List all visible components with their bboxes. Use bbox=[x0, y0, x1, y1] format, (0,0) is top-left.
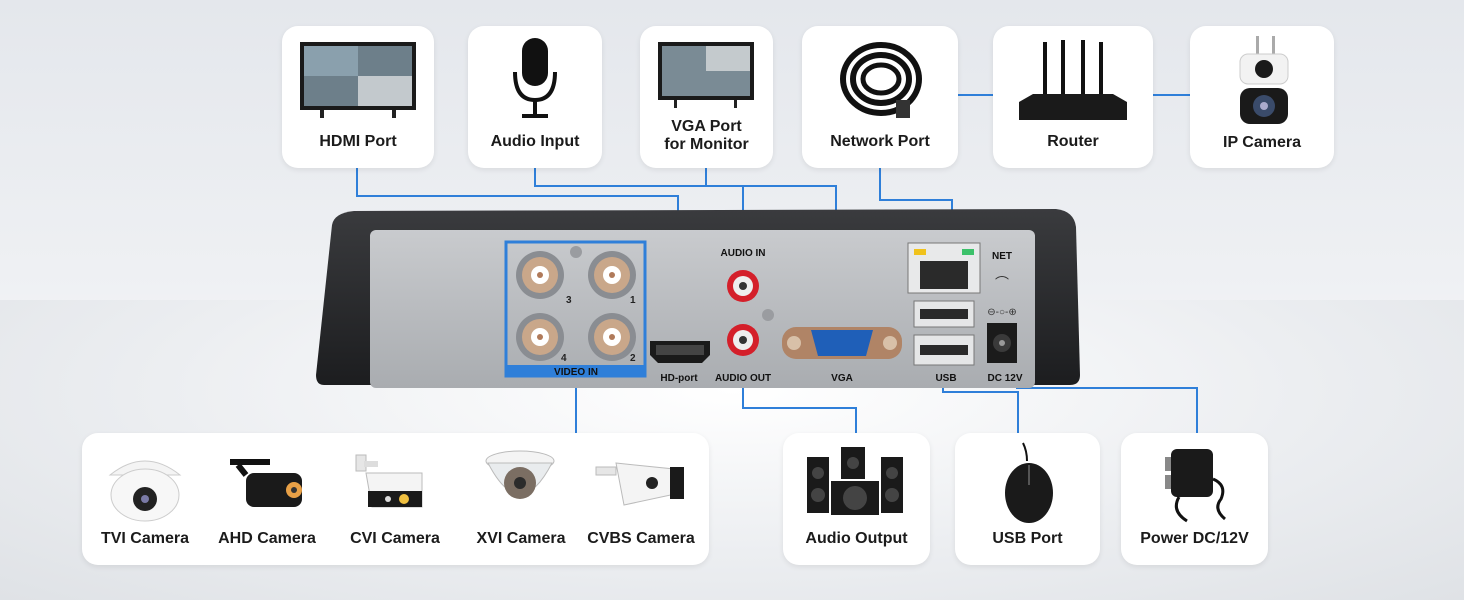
card-audio-input: Audio Input bbox=[468, 26, 602, 168]
microphone-icon bbox=[513, 38, 557, 118]
usb-port-label: USB Port bbox=[992, 530, 1063, 547]
xvi-camera-label: XVI Camera bbox=[476, 530, 566, 547]
svg-text:⊖-○-⊕: ⊖-○-⊕ bbox=[987, 307, 1016, 318]
card-usb-port: USB Port bbox=[955, 433, 1100, 565]
ip-camera-icon bbox=[1239, 36, 1289, 124]
audio-input-label: Audio Input bbox=[490, 133, 580, 150]
router-label: Router bbox=[1047, 133, 1099, 150]
bnc-num-3: 3 bbox=[566, 295, 572, 306]
card-vga-port: VGA Port for Monitor bbox=[640, 26, 773, 168]
svg-text:⌒: ⌒ bbox=[995, 275, 1009, 291]
bnc-num-2: 2 bbox=[630, 353, 636, 364]
cvbs-camera-label: CVBS Camera bbox=[587, 530, 695, 547]
bnc-num-1: 1 bbox=[630, 295, 636, 306]
hd-port-label: HD-port bbox=[660, 373, 698, 384]
ethernet-cable-icon bbox=[840, 42, 922, 118]
card-audio-output: Audio Output bbox=[783, 433, 930, 565]
audio-in-label: AUDIO IN bbox=[721, 248, 766, 259]
bnc-connectors bbox=[516, 251, 636, 361]
tv-icon bbox=[300, 42, 416, 118]
bullet-camera-icon bbox=[355, 454, 423, 508]
dome-camera-icon bbox=[485, 450, 555, 499]
dome-camera-icon bbox=[108, 460, 182, 522]
card-ip-camera: IP Camera bbox=[1190, 26, 1334, 168]
card-power: Power DC/12V bbox=[1121, 433, 1268, 565]
card-cameras: TVI Camera AHD Camera CVI Camera XVI Cam… bbox=[82, 433, 709, 565]
bullet-camera-icon bbox=[595, 462, 684, 506]
vga-port-label: VGA Port for Monitor bbox=[664, 118, 749, 153]
card-network-port: Network Port bbox=[802, 26, 958, 168]
video-in-label: VIDEO IN bbox=[554, 367, 598, 378]
usb-label: USB bbox=[935, 373, 956, 384]
ip-camera-label: IP Camera bbox=[1223, 134, 1301, 151]
mouse-icon bbox=[1005, 442, 1053, 523]
speakers-icon bbox=[807, 447, 903, 515]
router-icon bbox=[1019, 40, 1127, 120]
vga-label: VGA bbox=[831, 373, 853, 384]
monitor-icon bbox=[658, 42, 754, 108]
dc-label: DC 12V bbox=[987, 373, 1022, 384]
tvi-camera-label: TVI Camera bbox=[100, 530, 190, 547]
ahd-camera-label: AHD Camera bbox=[218, 530, 316, 547]
power-adapter-icon bbox=[1165, 449, 1226, 523]
power-label: Power DC/12V bbox=[1140, 530, 1249, 547]
network-port-label: Network Port bbox=[830, 133, 930, 150]
net-label: NET bbox=[992, 251, 1012, 262]
card-hdmi-port: HDMI Port bbox=[282, 26, 434, 168]
audio-output-label: Audio Output bbox=[805, 530, 908, 547]
dvr-recorder: 3 1 4 2 VIDEO IN HD-port AUDIO IN AUDIO … bbox=[316, 209, 1080, 388]
cvi-camera-label: CVI Camera bbox=[350, 530, 440, 547]
audio-out-label: AUDIO OUT bbox=[715, 373, 771, 384]
bullet-camera-icon bbox=[230, 459, 302, 507]
card-router: Router bbox=[993, 26, 1153, 168]
hdmi-port-label: HDMI Port bbox=[319, 133, 397, 150]
bnc-num-4: 4 bbox=[561, 353, 567, 364]
